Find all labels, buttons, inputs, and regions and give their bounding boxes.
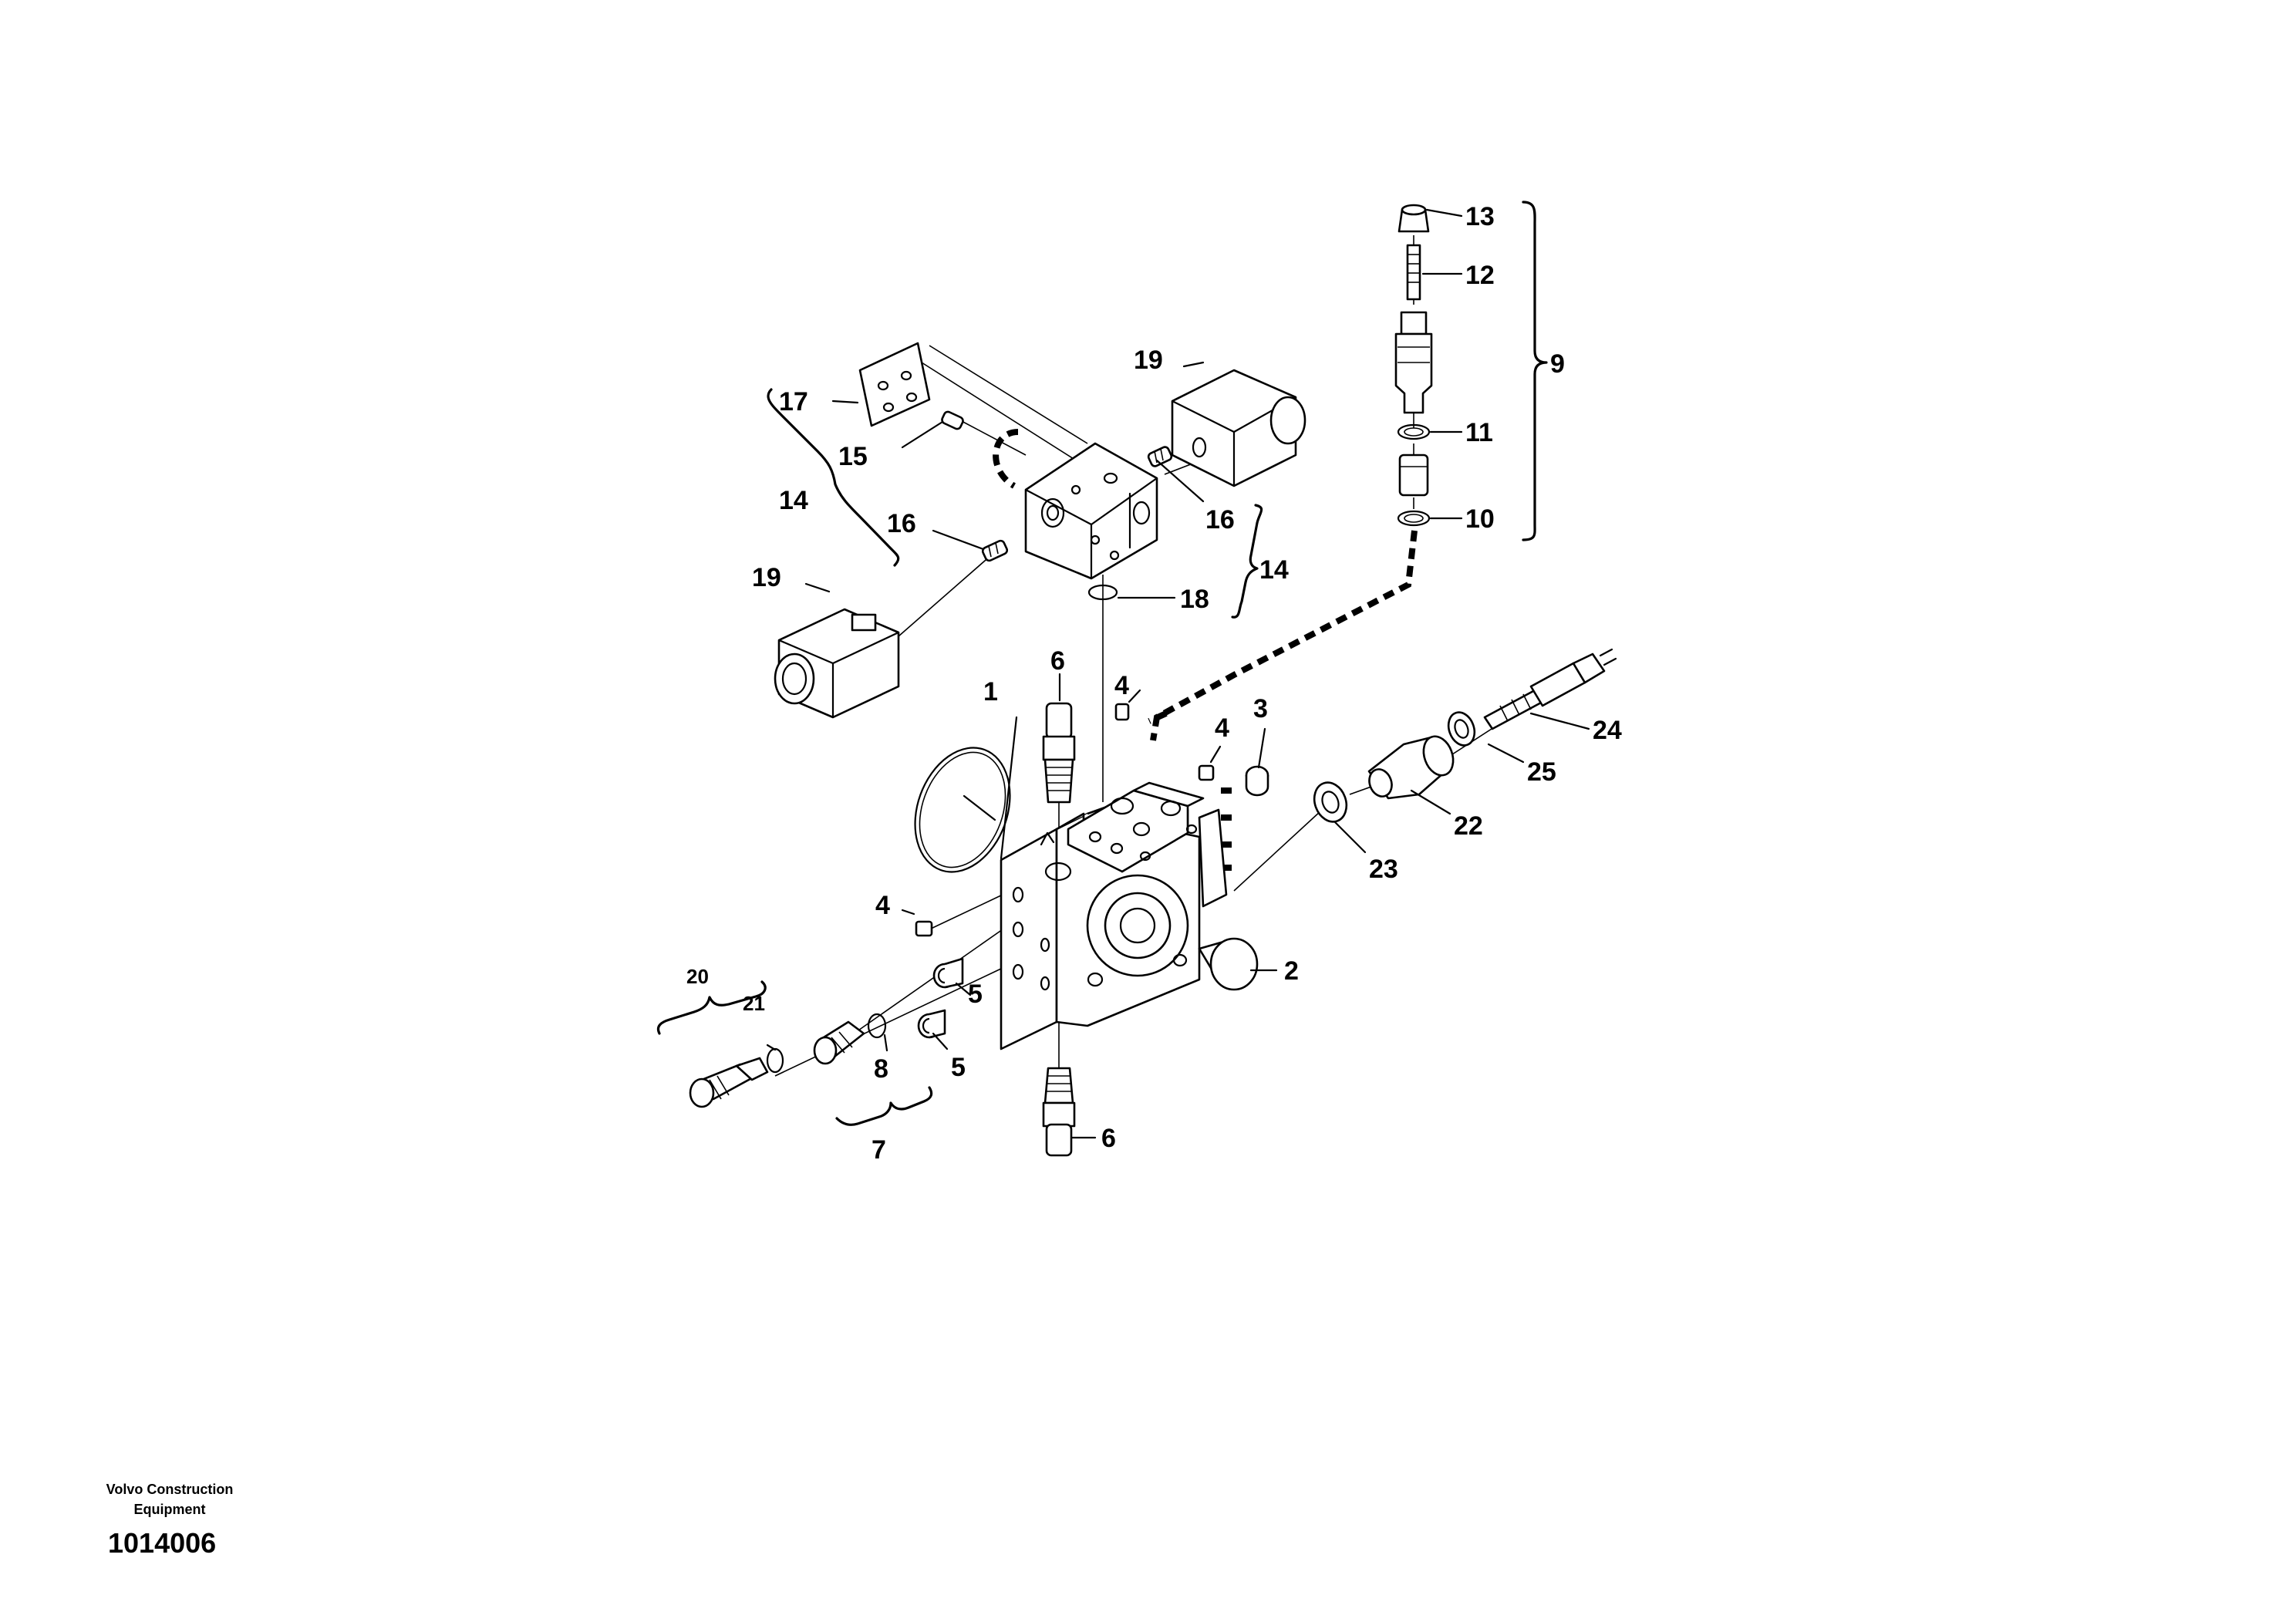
- label-17: 17: [779, 387, 808, 416]
- seal-8: [867, 1013, 887, 1039]
- screw-15: [941, 410, 964, 430]
- label-14-left: 14: [779, 486, 808, 515]
- label-16-right: 16: [1205, 505, 1235, 534]
- bracket-14-left: [767, 388, 900, 567]
- label-21: 21: [743, 992, 765, 1015]
- cap-2: [1198, 937, 1259, 991]
- label-25: 25: [1527, 757, 1556, 787]
- relief-cartridge-6-top: [1042, 702, 1076, 804]
- label-23: 23: [1369, 855, 1398, 884]
- screw-16-left: [981, 539, 1009, 562]
- seal-21: [766, 1047, 784, 1074]
- label-14-right: 14: [1259, 555, 1289, 585]
- label-3: 3: [1253, 694, 1268, 723]
- label-4-top: 4: [1114, 671, 1129, 700]
- bracket-7: [835, 1086, 933, 1126]
- plug-5-upper: [932, 957, 964, 989]
- manufacturer-line-1: Volvo Construction: [106, 1482, 234, 1497]
- label-11: 11: [1465, 418, 1493, 447]
- main-valve-body: [1000, 781, 1228, 1050]
- fitting-7: [813, 1020, 865, 1065]
- label-19-left: 19: [752, 563, 781, 592]
- label-1: 1: [983, 677, 998, 706]
- manufacturer-name: Volvo Construction Equipment: [77, 1479, 262, 1519]
- coupling-20: [689, 1057, 769, 1108]
- adapter-22: [1367, 735, 1455, 800]
- bracket-14-right: [1231, 504, 1263, 619]
- plate-17: [858, 342, 931, 427]
- washer-23: [1313, 781, 1348, 823]
- bracket-9: [1522, 201, 1548, 541]
- seal-11: [1397, 423, 1431, 440]
- label-4-right: 4: [1215, 713, 1229, 743]
- solenoid-valve-block: [1024, 442, 1158, 580]
- label-6-top: 6: [1050, 646, 1065, 676]
- solenoid-coil-19-left: [774, 608, 900, 719]
- label-2: 2: [1284, 956, 1299, 986]
- callout-leaders: [766, 208, 1590, 1139]
- drawing-footer: Volvo Construction Equipment 1014006: [77, 1479, 262, 1560]
- plug-3: [1245, 765, 1269, 797]
- manufacturer-line-2: Equipment: [133, 1502, 206, 1517]
- label-8: 8: [874, 1054, 888, 1084]
- bracket-20: [656, 980, 767, 1035]
- label-4-left: 4: [875, 891, 890, 920]
- label-10: 10: [1465, 504, 1495, 534]
- label-18: 18: [1180, 585, 1209, 614]
- label-19-right: 19: [1134, 346, 1163, 375]
- cap-nut-13: [1397, 204, 1430, 233]
- threaded-pin-12: [1406, 244, 1421, 301]
- plug-4-top: [1114, 703, 1130, 721]
- hydraulic-dash-lines: [993, 429, 1418, 871]
- sensor-24: [1483, 648, 1617, 730]
- seal-18: [1087, 584, 1118, 601]
- plug-5-lower: [917, 1009, 946, 1039]
- solenoid-coil-19-right: [1171, 369, 1306, 487]
- screw-16-right: [1147, 446, 1173, 467]
- relief-cartridge-6-bottom: [1042, 1067, 1076, 1157]
- label-7: 7: [872, 1135, 886, 1165]
- part-labels: 1 2 3 4 4 4 5 5 6 6 7 8 9 10 11 12 13 14…: [686, 202, 1622, 1165]
- plug-4-right: [1198, 764, 1215, 781]
- insert-9: [1398, 454, 1429, 497]
- label-5-upper: 5: [968, 980, 983, 1009]
- label-6-bottom: 6: [1101, 1124, 1116, 1153]
- drawing-number: 1014006: [108, 1527, 217, 1559]
- valve-cartridge-9: [1394, 311, 1433, 414]
- label-22: 22: [1454, 811, 1483, 841]
- label-16-left: 16: [887, 509, 916, 538]
- label-9: 9: [1550, 349, 1565, 379]
- label-13: 13: [1465, 202, 1495, 231]
- label-12: 12: [1465, 261, 1495, 290]
- label-5-lower: 5: [951, 1053, 966, 1082]
- washer-25: [1447, 711, 1476, 747]
- label-15: 15: [838, 442, 868, 471]
- label-24: 24: [1593, 716, 1622, 745]
- label-20: 20: [686, 965, 709, 988]
- seal-10: [1397, 510, 1431, 527]
- plug-4-left: [915, 920, 933, 937]
